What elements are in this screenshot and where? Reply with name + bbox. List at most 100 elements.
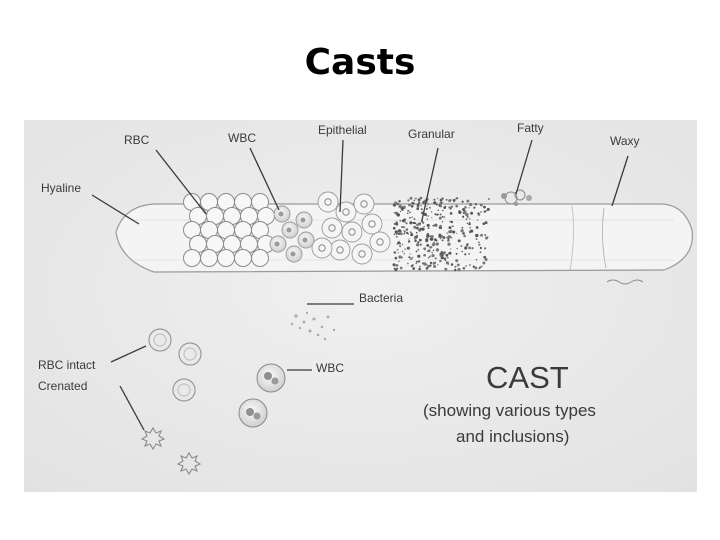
granule	[473, 206, 475, 208]
granule	[488, 198, 490, 200]
granule	[411, 216, 413, 218]
granule	[469, 207, 470, 208]
granule	[462, 216, 464, 218]
granule	[393, 265, 394, 266]
granule	[418, 268, 421, 271]
granule	[462, 232, 465, 235]
granule	[423, 247, 426, 250]
label-hyaline: Hyaline	[41, 181, 81, 195]
granule	[428, 227, 430, 229]
granule	[450, 236, 452, 238]
epithelial-cell	[336, 202, 356, 222]
granule	[447, 243, 450, 246]
granule	[478, 268, 479, 269]
granule	[446, 237, 448, 239]
caption-heading: CAST	[486, 360, 569, 395]
granule	[485, 236, 488, 239]
caption-line-1: (showing various types	[423, 401, 596, 420]
granule	[474, 266, 477, 269]
granule	[456, 248, 457, 249]
granule	[413, 226, 416, 229]
granule	[439, 233, 441, 235]
granule	[393, 227, 396, 230]
granule	[408, 240, 410, 242]
granule	[414, 222, 416, 224]
granule	[417, 255, 420, 258]
granule	[423, 254, 426, 257]
granule	[480, 204, 483, 207]
granule	[457, 268, 460, 271]
granule	[438, 210, 439, 211]
granule	[419, 239, 422, 242]
granule	[395, 230, 398, 233]
granule	[436, 242, 439, 245]
granule	[436, 248, 439, 251]
granule	[414, 237, 417, 240]
granule	[406, 232, 408, 234]
granule	[456, 197, 458, 199]
granule	[417, 241, 419, 243]
granule	[417, 249, 419, 251]
granule	[461, 245, 463, 247]
granule	[451, 263, 454, 266]
granule	[477, 220, 478, 221]
granule	[480, 251, 482, 253]
label-fatty: Fatty	[517, 121, 544, 135]
granule	[407, 247, 409, 249]
granule	[429, 246, 432, 249]
granule	[398, 261, 399, 262]
granule	[456, 233, 457, 234]
granule	[411, 265, 413, 267]
granule	[450, 248, 451, 249]
granule	[439, 260, 442, 263]
granule	[416, 251, 418, 253]
granule	[467, 223, 468, 224]
granule	[404, 231, 406, 233]
epithelial-cell	[342, 222, 362, 242]
granule	[394, 202, 397, 205]
rbc-cast-segment	[184, 194, 275, 267]
granule	[416, 227, 419, 230]
granule	[407, 199, 409, 201]
granule	[465, 213, 468, 216]
granule	[487, 208, 490, 211]
granule	[407, 263, 409, 265]
granule	[439, 217, 442, 220]
granule	[440, 213, 442, 215]
granule	[463, 211, 466, 214]
granule	[410, 231, 412, 233]
granule	[455, 259, 458, 262]
granule	[411, 205, 414, 208]
granule	[477, 212, 479, 214]
granule	[394, 233, 396, 235]
granule	[466, 200, 469, 203]
granule	[484, 234, 486, 236]
rbc-cell	[235, 250, 252, 267]
granule	[464, 247, 467, 250]
granule	[443, 206, 446, 209]
granule	[398, 204, 401, 207]
granule	[408, 238, 409, 239]
epithelial-cell	[312, 238, 332, 258]
granule	[433, 199, 435, 201]
granule	[478, 242, 480, 244]
granule	[410, 258, 412, 260]
granule	[469, 227, 471, 229]
granule	[421, 208, 423, 210]
granule	[434, 225, 436, 227]
granule	[407, 210, 409, 212]
granule	[468, 247, 471, 250]
granule	[445, 260, 446, 261]
granule	[455, 205, 458, 208]
rbc-cell	[184, 250, 201, 267]
granule	[412, 267, 415, 270]
granule	[454, 266, 456, 268]
granule	[433, 265, 436, 268]
cast-illustration: Hyaline RBC WBC Epithelial Granular Fatt…	[24, 120, 697, 492]
granule	[426, 208, 428, 210]
granule	[425, 239, 428, 242]
label-bacteria: Bacteria	[359, 291, 403, 305]
granule	[436, 240, 438, 242]
epithelial-cell	[354, 194, 374, 214]
granule	[439, 225, 442, 228]
